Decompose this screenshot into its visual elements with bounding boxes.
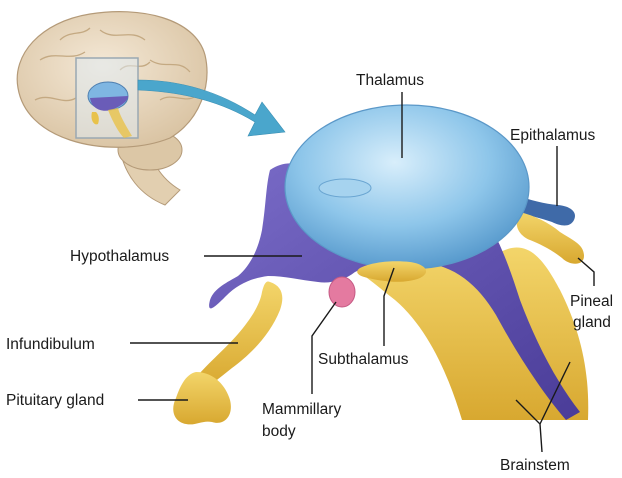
label-subthalamus: Subthalamus <box>318 351 409 368</box>
infundibulum-shape <box>194 281 282 388</box>
brain-inset <box>17 12 207 205</box>
label-epithalamus: Epithalamus <box>510 127 596 144</box>
pituitary-gland-shape <box>173 372 231 424</box>
label-pineal-1: Pineal <box>570 293 613 310</box>
label-infundibulum: Infundibulum <box>6 336 95 353</box>
label-pituitary: Pituitary gland <box>6 392 104 409</box>
label-pineal-2: gland <box>573 314 611 331</box>
thalamus-bump <box>319 179 371 197</box>
label-mammillary-2: body <box>262 423 296 440</box>
label-brainstem: Brainstem <box>500 457 570 474</box>
mammillary-leader <box>312 302 336 394</box>
mammillary-body-shape <box>329 277 355 307</box>
label-thalamus: Thalamus <box>356 72 424 89</box>
label-mammillary-1: Mammillary <box>262 401 341 418</box>
label-hypothalamus: Hypothalamus <box>70 248 169 265</box>
